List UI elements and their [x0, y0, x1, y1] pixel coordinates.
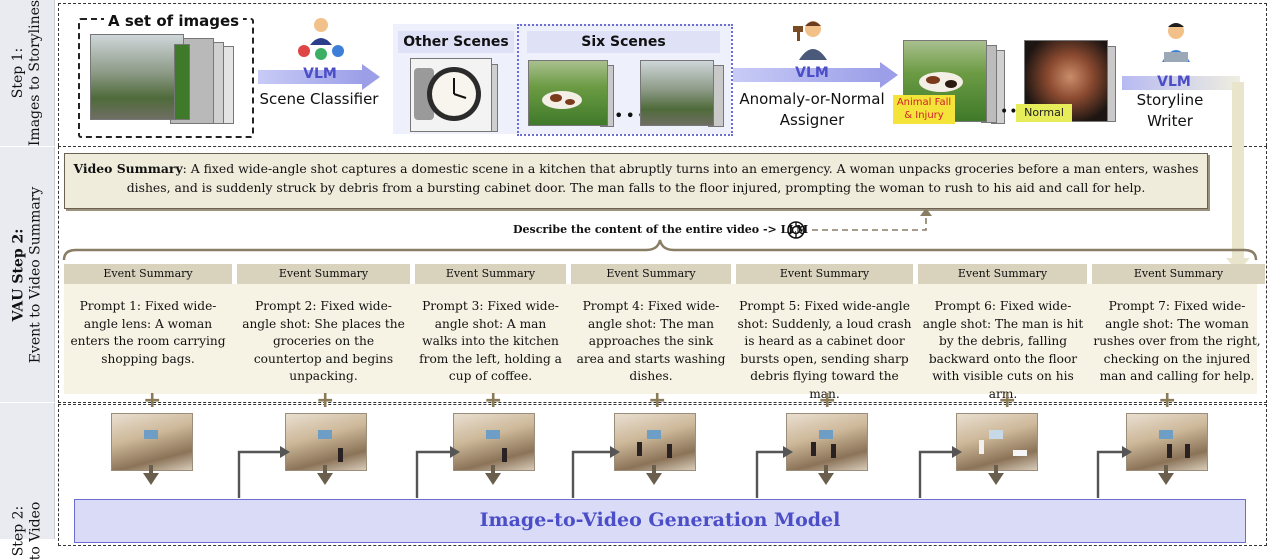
- six-scenes-box: [517, 24, 733, 136]
- describe-instruction: Describe the content of the entire video…: [513, 223, 809, 236]
- vlm-arrow-3: [1122, 76, 1240, 90]
- down-arrow-5: [818, 473, 834, 485]
- generation-model-box: [74, 499, 1246, 543]
- vlm-label-2: VLM: [795, 65, 829, 81]
- plus-icon-4: +: [648, 388, 667, 413]
- step1-label: Step 1:Images to Storylines: [0, 0, 55, 146]
- down-arrow-4: [646, 473, 662, 485]
- down-arrow-stem-7: [1164, 465, 1168, 475]
- video-summary-box: Video Summary: A fixed wide-angle shot c…: [64, 153, 1208, 209]
- prompt-panel: [64, 284, 1257, 394]
- vlm-person-icon: [298, 18, 344, 60]
- frame-feedback-arrows: [237, 446, 1132, 498]
- prompt-3: Prompt 3: Fixed wide-angle shot: A man w…: [419, 299, 562, 383]
- event-summary-header-4: Event Summary: [571, 264, 731, 284]
- six-scenes-header: Six Scenes: [527, 31, 720, 53]
- plus-icon-1: +: [143, 388, 162, 413]
- step2-label: VAU Step 2:Event to Video Summary: [0, 147, 55, 402]
- down-arrow-7: [1158, 473, 1174, 485]
- llm-logo-icon: [787, 221, 805, 239]
- generation-model-label: Image-to-Video Generation Model: [479, 509, 841, 531]
- prompt-5: Prompt 5: Fixed wide-angle shot: Suddenl…: [737, 299, 912, 401]
- writer-connector-vertical: [1232, 82, 1244, 260]
- event-summary-header-1: Event Summary: [64, 264, 232, 284]
- step2-frame: [58, 146, 1267, 403]
- writer-person-icon: [1162, 23, 1190, 62]
- vlm-arrow-1-head: [362, 64, 380, 90]
- plus-icon-6: +: [998, 388, 1017, 413]
- judge-person-icon: [793, 21, 827, 60]
- kitchen-frame-2: [285, 413, 367, 471]
- vlm-arrow-2: [733, 68, 881, 82]
- down-arrow-1: [143, 473, 159, 485]
- plus-icon-2: +: [316, 388, 335, 413]
- normal-tag: Normal: [1016, 104, 1072, 122]
- other-scenes-header: Other Scenes: [398, 31, 514, 53]
- down-arrow-3: [485, 473, 501, 485]
- event-brace: [62, 239, 1258, 261]
- prompt-6: Prompt 6: Fixed wide-angle shot: The man…: [922, 299, 1084, 401]
- kitchen-frame-5: [786, 413, 868, 471]
- prompt-4: Prompt 4: Fixed wide-angle shot: The man…: [576, 299, 726, 383]
- six-scenes-ellipsis: •••: [614, 106, 649, 125]
- scene-classifier-label: Scene Classifier: [259, 90, 379, 108]
- event-summary-header-6: Event Summary: [918, 264, 1087, 284]
- step3-label: Step 2:to Video: [0, 403, 55, 560]
- down-arrow-stem-4: [652, 465, 656, 475]
- event-summary-header-7: Event Summary: [1092, 264, 1265, 284]
- down-arrow-stem-3: [491, 465, 495, 475]
- llm-dashed-arrow: [812, 208, 932, 231]
- anomaly-tag: Animal Fall& Injury: [893, 95, 955, 124]
- vlm-label-3: VLM: [1157, 74, 1191, 90]
- vlm-arrow-2-head: [880, 62, 898, 88]
- down-arrow-6: [988, 473, 1004, 485]
- image-set-title: A set of images: [104, 12, 244, 30]
- vlm-label-1: VLM: [303, 66, 337, 82]
- prompt-7: Prompt 7: Fixed wide-angle shot: The wom…: [1093, 299, 1261, 383]
- video-summary-label: Video Summary: [73, 161, 183, 176]
- event-summary-header-3: Event Summary: [415, 264, 566, 284]
- vlm-arrow-1: [258, 70, 363, 84]
- prompt-1: Prompt 1: Fixed wide-angle lens: A woman…: [70, 299, 226, 366]
- kitchen-frame-3: [453, 413, 535, 471]
- kitchen-frame-6: [956, 413, 1038, 471]
- down-arrow-2: [317, 473, 333, 485]
- down-arrow-stem-2: [323, 465, 327, 475]
- plus-icon-5: +: [818, 388, 837, 413]
- prompt-2: Prompt 2: Fixed wide-angle shot: She pla…: [242, 299, 405, 383]
- down-arrow-stem-6: [994, 465, 998, 475]
- plus-icon-7: +: [1158, 388, 1177, 413]
- down-arrow-stem-5: [824, 465, 828, 475]
- event-summary-header-2: Event Summary: [237, 264, 410, 284]
- step1-frame: [58, 3, 1267, 146]
- plus-icon-3: +: [484, 388, 503, 413]
- down-arrow-stem-1: [149, 465, 153, 475]
- video-summary-text: : A fixed wide-angle shot captures a dom…: [126, 161, 1199, 195]
- event-summary-header-5: Event Summary: [736, 264, 913, 284]
